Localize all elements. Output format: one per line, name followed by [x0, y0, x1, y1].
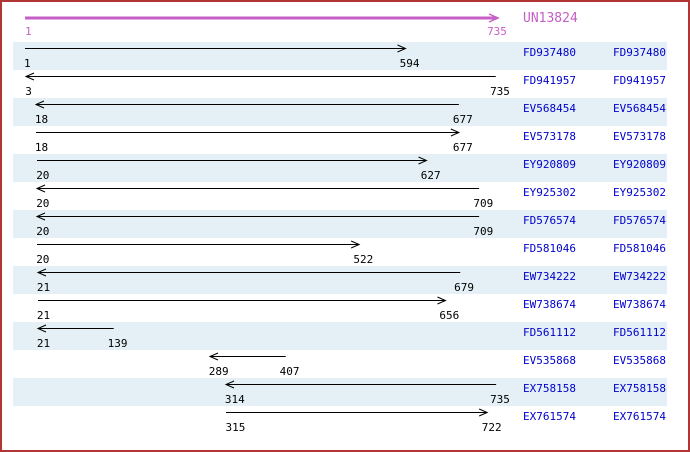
row-start-coordinate: 314 — [224, 393, 245, 406]
alignment-arrow-left — [36, 324, 114, 333]
accession-link-secondary[interactable]: EY925302 — [613, 186, 666, 199]
accession-link[interactable]: EY920809 — [523, 158, 576, 171]
accession-link-secondary[interactable]: FD581046 — [613, 242, 666, 255]
alignment-arrow-left — [36, 268, 461, 277]
accession-link[interactable]: EX761574 — [523, 410, 576, 423]
row-start-coordinate: 18 — [34, 141, 49, 154]
row-start-coordinate: 20 — [36, 253, 50, 266]
row-start-coordinate: 21 — [36, 309, 51, 322]
accession-link[interactable]: EY925302 — [523, 186, 576, 199]
alignment-row: 20 709 FD576574 FD576574 — [2, 210, 688, 238]
accession-link-secondary[interactable]: EV568454 — [613, 102, 666, 115]
alignment-row: 18 677 EV573178 EV573178 — [2, 126, 688, 154]
row-end-coordinate: 735 — [490, 85, 510, 98]
alignment-row: 21 679 EW734222 EW734222 — [2, 266, 688, 294]
accession-link-secondary[interactable]: FD941957 — [613, 74, 666, 87]
accession-link-secondary[interactable]: EV573178 — [613, 130, 666, 143]
row-end-coordinate: 709 — [473, 225, 494, 238]
accession-link[interactable]: FD937480 — [523, 46, 576, 59]
row-band — [13, 42, 667, 70]
accession-link-secondary[interactable]: EX761574 — [613, 410, 666, 423]
accession-link[interactable]: FD576574 — [523, 214, 576, 227]
alignment-row: 20 709 EY925302 EY925302 — [2, 182, 688, 210]
alignment-row: 20 522 FD581046 FD581046 — [2, 238, 688, 266]
alignment-arrow-left — [35, 212, 480, 221]
alignment-arrow-left — [208, 352, 286, 361]
accession-link[interactable]: EV573178 — [523, 130, 576, 143]
row-end-coordinate: 522 — [353, 253, 374, 266]
alignment-row: 21 656 EW738674 EW738674 — [2, 294, 688, 322]
alignment-arrow-left — [35, 184, 480, 193]
alignment-row: 289 407 EV535868 EV535868 — [2, 350, 688, 378]
alignment-row: 1 594 FD937480 FD937480 — [2, 42, 688, 70]
row-band — [13, 210, 667, 238]
row-start-coordinate: 21 — [36, 281, 51, 294]
alignment-row: 21 139 FD561112 FD561112 — [2, 322, 688, 350]
cluster-id-label: UN13824 — [523, 11, 578, 26]
alignment-row: 18 677 EV568454 EV568454 — [2, 98, 688, 126]
row-band — [13, 322, 667, 350]
row-end-coordinate: 722 — [481, 421, 502, 434]
row-start-coordinate: 20 — [36, 225, 50, 238]
row-start-coordinate: 315 — [225, 421, 246, 434]
row-end-coordinate: 407 — [279, 365, 300, 378]
row-start-coordinate: 289 — [208, 365, 229, 378]
row-start-coordinate: 1 — [24, 57, 31, 70]
alignment-arrow-right — [35, 128, 461, 137]
row-end-coordinate: 627 — [420, 169, 441, 182]
row-start-coordinate: 20 — [36, 197, 50, 210]
accession-link[interactable]: EV568454 — [523, 102, 576, 115]
row-end-coordinate: 679 — [454, 281, 474, 294]
row-start-coordinate: 3 — [25, 85, 32, 98]
row-band — [13, 378, 667, 406]
row-start-coordinate: 21 — [36, 337, 51, 350]
accession-link[interactable]: FD941957 — [523, 74, 576, 87]
accession-link[interactable]: EW734222 — [523, 270, 576, 283]
row-end-coordinate: 139 — [107, 337, 128, 350]
accession-link[interactable]: EW738674 — [523, 298, 576, 311]
accession-link-secondary[interactable]: FD576574 — [613, 214, 666, 227]
alignment-row: 314 735 EX758158 EX758158 — [2, 378, 688, 406]
alignment-arrow-left — [25, 72, 496, 81]
row-end-coordinate: 594 — [399, 57, 420, 70]
accession-link-secondary[interactable]: EX758158 — [613, 382, 666, 395]
alignment-arrow-right — [37, 156, 428, 165]
alignment-arrow-right — [25, 44, 407, 53]
alignment-arrow-right — [37, 296, 447, 305]
alignment-arrow-right — [37, 240, 361, 249]
accession-link-secondary[interactable]: EY920809 — [613, 158, 666, 171]
row-end-coordinate: 656 — [439, 309, 460, 322]
alignment-row: 3 735 FD941957 FD941957 — [2, 70, 688, 98]
accession-link[interactable]: EV535868 — [523, 354, 576, 367]
row-end-coordinate: 677 — [452, 141, 473, 154]
alignment-row: 20 627 EY920809 EY920809 — [2, 154, 688, 182]
accession-link-secondary[interactable]: EW734222 — [613, 270, 666, 283]
row-band — [13, 266, 667, 294]
accession-link[interactable]: EX758158 — [523, 382, 576, 395]
alignment-arrow-left — [224, 380, 496, 389]
row-start-coordinate: 18 — [34, 113, 49, 126]
accession-link-secondary[interactable]: EV535868 — [613, 354, 666, 367]
reference-arrow — [25, 13, 500, 23]
accession-link-secondary[interactable]: FD561112 — [613, 326, 666, 339]
accession-link[interactable]: FD561112 — [523, 326, 576, 339]
alignment-row: 315 722 EX761574 EX761574 — [2, 406, 688, 434]
reference-start-coordinate: 1 — [25, 25, 32, 38]
row-band — [13, 98, 667, 126]
alignment-arrow-left — [34, 100, 459, 109]
accession-link-secondary[interactable]: EW738674 — [613, 298, 666, 311]
row-end-coordinate: 709 — [473, 197, 494, 210]
accession-link-secondary[interactable]: FD937480 — [613, 46, 666, 59]
reference-end-coordinate: 735 — [487, 25, 507, 38]
alignment-arrow-right — [226, 408, 489, 417]
row-end-coordinate: 677 — [452, 113, 473, 126]
row-start-coordinate: 20 — [36, 169, 50, 182]
row-end-coordinate: 735 — [490, 393, 510, 406]
row-band — [13, 154, 667, 182]
accession-link[interactable]: FD581046 — [523, 242, 576, 255]
